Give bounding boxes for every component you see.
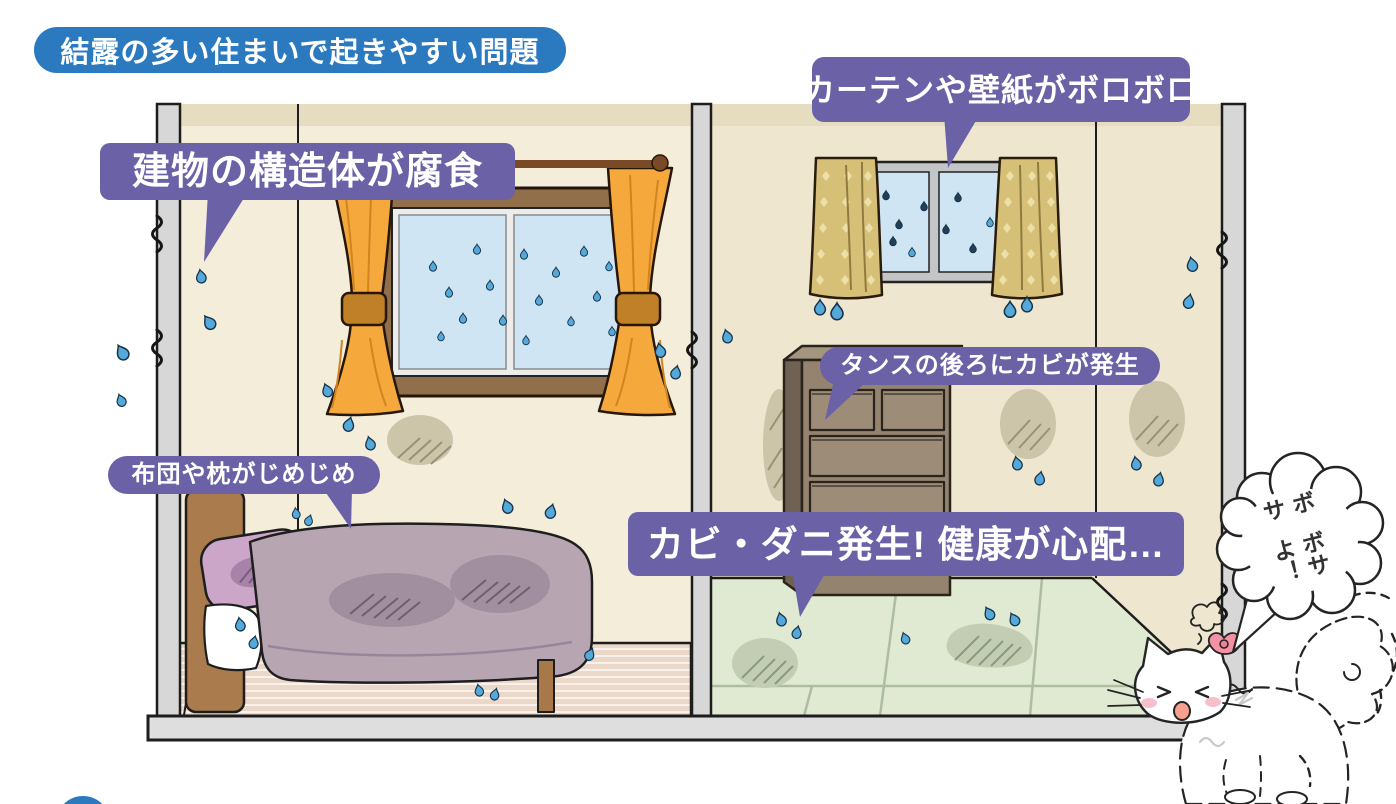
callout-mold-mites-health: カビ・ダニ発生! 健康が心配… (628, 512, 1184, 576)
title-banner: 結露の多い住まいで起きやすい問題 (34, 27, 566, 73)
bedroom-window (370, 186, 650, 398)
callout-structure-rot: 建物の構造体が腐食 (100, 143, 515, 200)
speech-line-2: ボサよ！ (1266, 528, 1333, 587)
cat-body (1178, 686, 1350, 804)
section-bullet (63, 796, 103, 804)
cat-whiskers (1107, 679, 1253, 708)
callout-text: カーテンや壁紙がボロボロ (803, 71, 1200, 108)
callout-futon-damp: 布団や枕がじめじめ (108, 456, 380, 494)
tatami-floor (712, 576, 1223, 717)
callout-tansu-mold: タンスの後ろにカビが発生 (820, 347, 1160, 385)
callout-pointers (204, 114, 980, 617)
khaki-curtains (808, 156, 1064, 300)
callout-text: 建物の構造体が腐食 (131, 150, 483, 193)
scribble-mark (1190, 601, 1226, 645)
title-text: 結露の多い住まいで起きやすい問題 (60, 37, 540, 69)
callout-text: 布団や枕がじめじめ (131, 461, 357, 488)
cat-speech-bubble (1215, 451, 1385, 654)
cat-mouth (1173, 701, 1191, 721)
callout-text: タンスの後ろにカビが発生 (840, 352, 1140, 379)
callout-text: カビ・ダニ発生! 健康が心配… (646, 523, 1166, 565)
callout-curtain-wallpaper: カーテンや壁紙がボロボロ (803, 57, 1198, 122)
cat-closed-eyes (1156, 685, 1210, 699)
bed-sheet (203, 603, 263, 672)
foundation (146, 714, 1252, 742)
bed (184, 488, 594, 714)
cat (1107, 591, 1396, 804)
